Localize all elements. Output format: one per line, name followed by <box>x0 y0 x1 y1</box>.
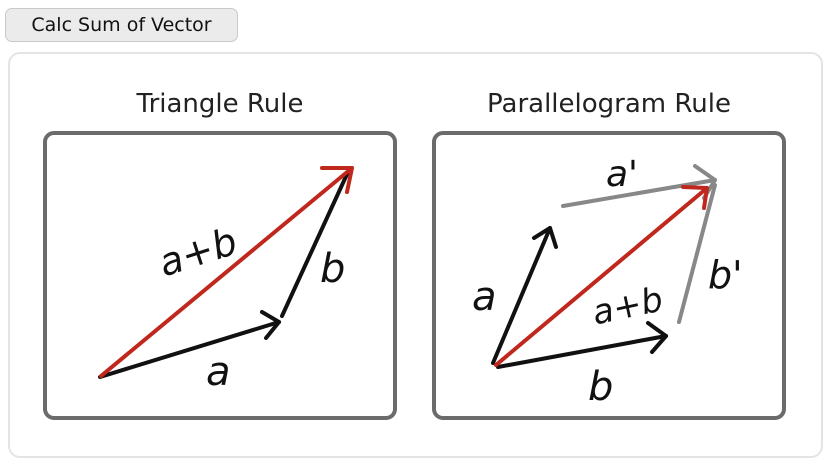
triangle-label-b: b <box>320 246 345 292</box>
parallelogram-label-b-prime: b' <box>708 253 743 297</box>
triangle-label-sum: a+b <box>153 219 242 285</box>
parallelogram-rule-title: Parallelogram Rule <box>487 89 731 119</box>
parallelogram-vector-b-prime <box>677 183 717 324</box>
parallelogram-frame <box>432 131 786 420</box>
triangle-frame <box>43 131 397 420</box>
triangle-rule-title: Triangle Rule <box>136 89 304 119</box>
triangle-vector-b <box>280 170 350 318</box>
parallelogram-vector-b <box>496 321 668 369</box>
parallelogram-label-a-prime: a' <box>606 154 638 195</box>
triangle-vector-sum <box>99 166 354 378</box>
parallelogram-vector-a <box>491 226 558 365</box>
calc-sum-button[interactable]: Calc Sum of Vector <box>5 8 238 42</box>
parallelogram-label-sum: a+b <box>589 280 667 334</box>
parallelogram-label-b: b <box>588 364 613 410</box>
triangle-label-a: a <box>206 349 231 395</box>
parallelogram-vector-sum <box>494 185 709 367</box>
parallelogram-label-a: a <box>472 274 497 320</box>
diagram-card <box>8 52 823 458</box>
triangle-vector-a <box>98 310 281 379</box>
